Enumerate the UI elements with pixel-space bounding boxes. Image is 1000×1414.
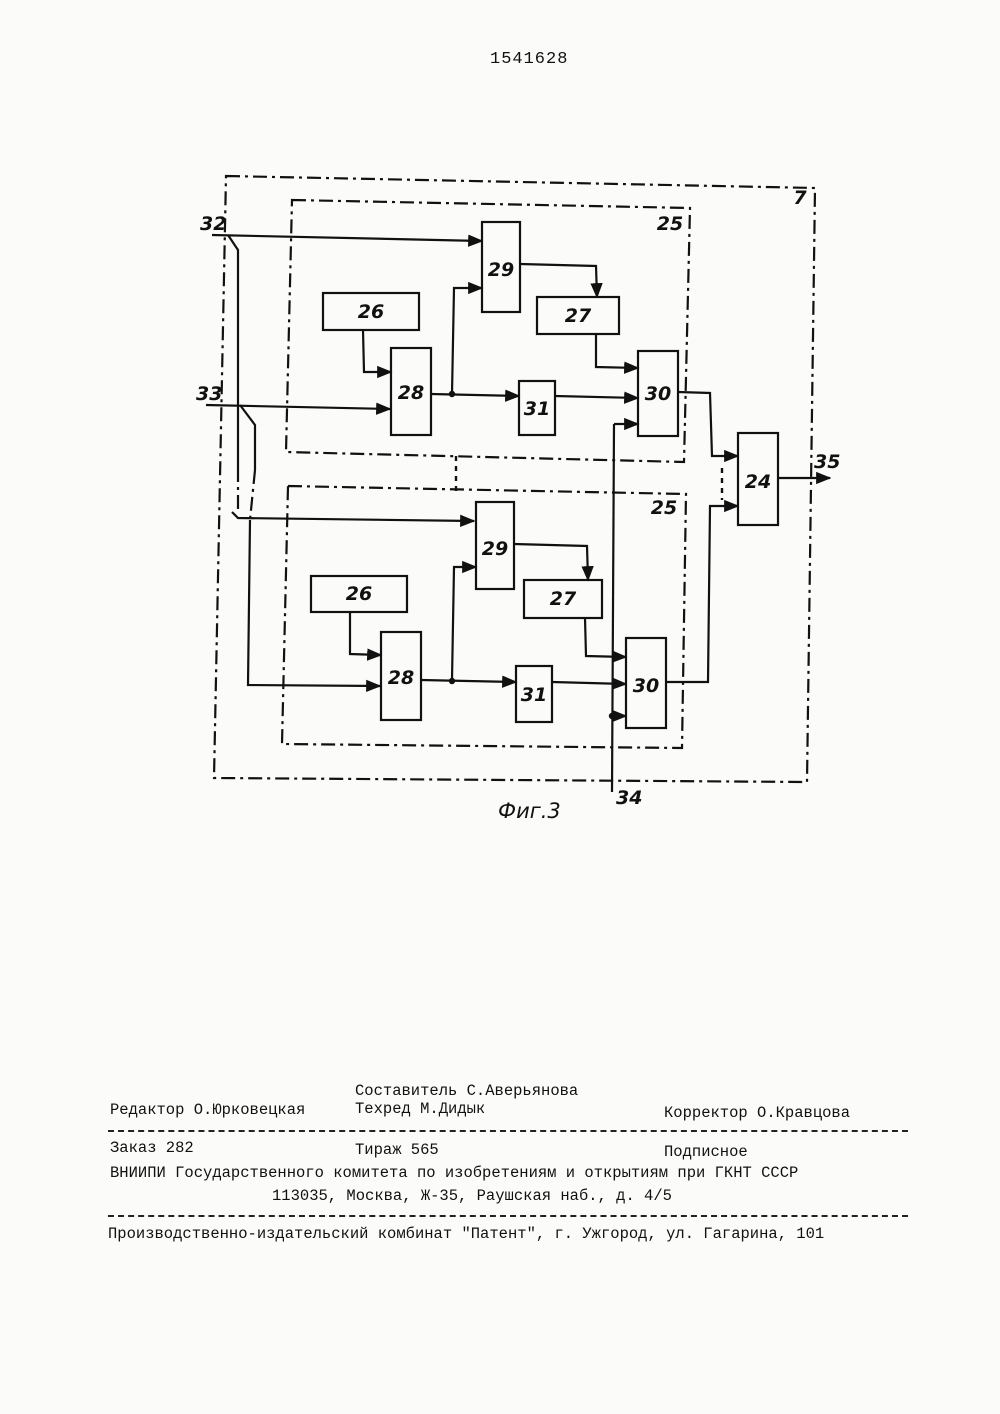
- outer-frame-label: 7: [793, 187, 807, 209]
- wire-32-lower29: [232, 512, 474, 521]
- svg-text:31: 31: [524, 398, 550, 420]
- wire-u29-27: [520, 264, 597, 297]
- terminal-34-label: 34: [616, 787, 642, 809]
- block-27-upper: 27: [537, 297, 619, 334]
- wire-l26-28: [350, 612, 381, 655]
- imprint-org-line2: 113035, Москва, Ж-35, Раушская наб., д. …: [272, 1187, 672, 1205]
- wire-l30-24: [666, 506, 738, 682]
- wire-u28-29: [452, 288, 482, 394]
- wire-32-upper29: [212, 235, 482, 241]
- terminal-35-label: 35: [814, 451, 840, 473]
- svg-text:29: 29: [488, 259, 514, 281]
- junction-u28: [449, 391, 455, 397]
- wire-l28-31: [421, 680, 516, 682]
- svg-text:27: 27: [550, 588, 577, 610]
- junction-34: [609, 713, 615, 719]
- wire-l28-29: [452, 567, 476, 680]
- svg-text:28: 28: [388, 667, 414, 689]
- svg-text:26: 26: [358, 301, 384, 323]
- channel-lower-label: 25: [651, 497, 677, 519]
- imprint-editor: Редактор О.Юрковецкая: [110, 1101, 305, 1119]
- svg-text:30: 30: [633, 675, 659, 697]
- terminal-33-label: 33: [196, 383, 222, 405]
- block-29-lower: 29: [476, 502, 514, 589]
- svg-text:30: 30: [645, 383, 671, 405]
- wire-u28-31: [431, 394, 519, 396]
- imprint-printer: Производственно-издательский комбинат "П…: [108, 1225, 824, 1243]
- block-31-lower: 31: [516, 666, 552, 722]
- imprint-circulation: Тираж 565: [355, 1141, 439, 1159]
- imprint-subscription: Подписное: [664, 1143, 748, 1161]
- block-26-upper: 26: [323, 293, 419, 330]
- figure-caption: Фиг.3: [498, 799, 561, 823]
- wire-33-bus-dashed: [250, 470, 255, 520]
- wire-32-bus-a: [228, 235, 238, 468]
- block-28-upper: 28: [391, 348, 431, 435]
- block-27-lower: 27: [524, 580, 602, 618]
- block-29-upper: 29: [482, 222, 520, 312]
- wire-u31-30: [555, 396, 638, 398]
- wire-l27-30: [585, 618, 626, 657]
- imprint-corrector: Корректор О.Кравцова: [664, 1104, 850, 1122]
- block-30-upper: 30: [638, 351, 678, 436]
- imprint-techred: Техред М.Дидык: [355, 1100, 485, 1118]
- wire-33-bus-a: [240, 405, 255, 470]
- junction-l28: [449, 678, 455, 684]
- terminal-32-label: 32: [200, 213, 226, 235]
- block-30-lower: 30: [626, 638, 666, 728]
- svg-text:28: 28: [398, 382, 424, 404]
- svg-text:24: 24: [745, 471, 771, 493]
- wire-33-upper28: [206, 405, 390, 409]
- imprint-order: Заказ 282: [110, 1139, 194, 1157]
- wire-u30-24: [678, 392, 738, 456]
- wire-34-bus: [612, 424, 614, 792]
- svg-text:31: 31: [521, 684, 547, 706]
- divider-2: [108, 1215, 908, 1217]
- channel-upper-label: 25: [657, 213, 683, 235]
- svg-text:26: 26: [346, 583, 372, 605]
- wire-l29-27: [514, 544, 588, 580]
- wire-l31-30: [552, 682, 626, 684]
- block-31-upper: 31: [519, 381, 555, 435]
- block-28-lower: 28: [381, 632, 421, 720]
- svg-text:29: 29: [482, 538, 508, 560]
- divider-1: [108, 1130, 908, 1132]
- imprint-compiler: Составитель С.Аверьянова: [355, 1082, 578, 1100]
- svg-text:27: 27: [565, 305, 592, 327]
- block-26-lower: 26: [311, 576, 407, 612]
- imprint-org-line1: ВНИИПИ Государственного комитета по изоб…: [110, 1164, 798, 1182]
- wire-u27-30: [596, 334, 638, 368]
- block-diagram: 7 25 25 32 33 29 26 27 28 31 30: [0, 0, 1000, 860]
- block-24: 24: [738, 433, 778, 525]
- wire-u26-28: [363, 330, 391, 372]
